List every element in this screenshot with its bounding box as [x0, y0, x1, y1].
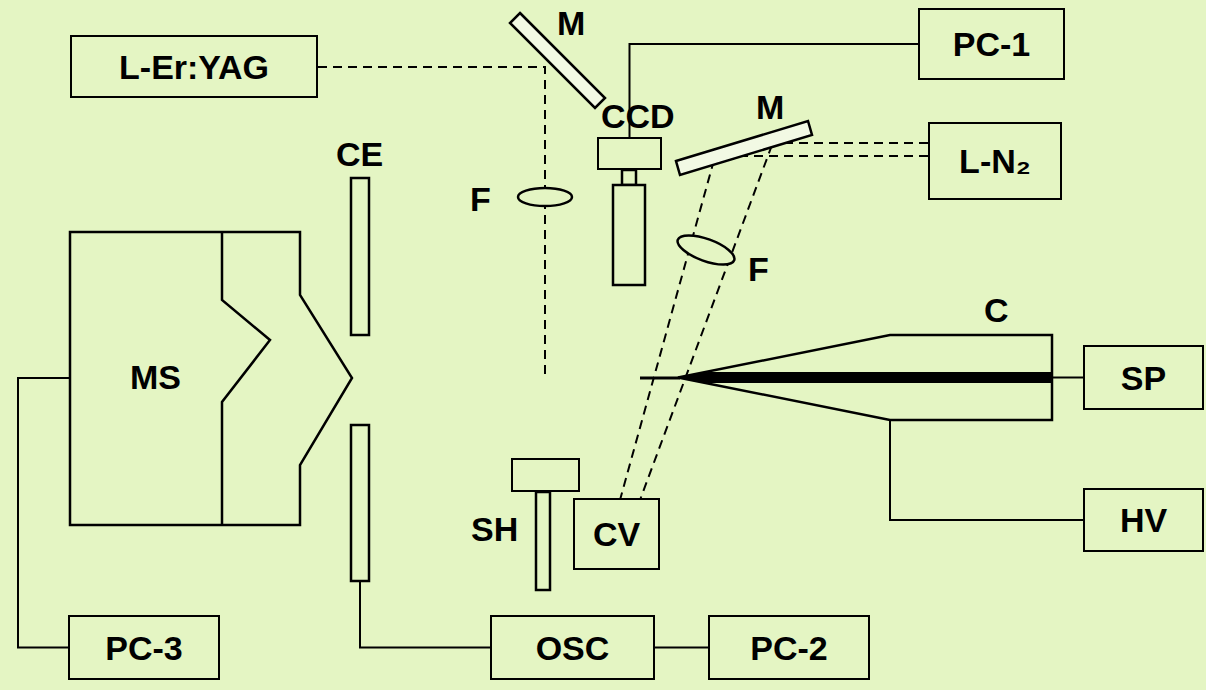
electrode-plate — [351, 425, 369, 581]
part-label: F — [748, 252, 769, 286]
wire — [360, 582, 490, 648]
mass-spectrometer: MS — [70, 232, 352, 525]
node-label: PC-2 — [750, 631, 827, 665]
node-label: L-N₂ — [959, 144, 1031, 178]
laser-beam — [318, 67, 928, 500]
camera-box: CV — [573, 498, 660, 570]
high-voltage-box: HV — [1083, 488, 1204, 552]
computer-box: PC-2 — [708, 615, 870, 680]
wire — [18, 378, 70, 648]
node-label: PC-1 — [953, 27, 1030, 61]
node-label: CV — [593, 517, 640, 551]
node-label: C — [984, 293, 1009, 327]
part-label: F — [470, 182, 491, 216]
ms-outline — [70, 232, 352, 525]
node-label: CE — [336, 137, 383, 171]
camera-lens — [613, 185, 645, 285]
capillary-body — [678, 335, 1052, 420]
part-label: M — [756, 90, 784, 124]
ccd-camera: CCD — [597, 137, 662, 170]
wire — [1052, 377, 1083, 379]
node-label: L-Er:YAG — [119, 50, 269, 84]
node-label: CCD — [601, 99, 675, 133]
syringe-pump-box: SP — [1083, 345, 1204, 410]
ce-outline — [350, 177, 370, 582]
computer-box: PC-3 — [68, 615, 220, 680]
wire — [890, 420, 1083, 520]
wire — [655, 647, 708, 649]
capillary: C — [678, 335, 1052, 420]
mirror — [676, 121, 812, 175]
node-label: OSC — [536, 631, 610, 665]
laser-box: L-Er:YAG — [70, 35, 318, 98]
lens — [518, 188, 572, 206]
ms-housing — [70, 232, 352, 525]
lens — [674, 229, 738, 270]
computer-box: PC-1 — [918, 8, 1065, 80]
node-label: MS — [130, 360, 181, 394]
part-label: M — [557, 6, 585, 40]
node-label: PC-3 — [105, 631, 182, 665]
capillary-rod — [678, 372, 1052, 383]
counter-electrode: CE — [350, 177, 370, 582]
holder-stem — [536, 492, 550, 590]
oscilloscope-box: OSC — [490, 615, 655, 680]
node-label: HV — [1120, 503, 1167, 537]
camera-mount — [622, 170, 636, 185]
electrode-plate — [351, 178, 369, 335]
laser-box: L-N₂ — [928, 122, 1062, 200]
cap-outline — [678, 335, 1052, 420]
node-label: SP — [1121, 361, 1166, 395]
sample-holder: SH — [511, 458, 580, 492]
spray-jet — [640, 377, 680, 380]
node-label: SH — [471, 512, 518, 546]
